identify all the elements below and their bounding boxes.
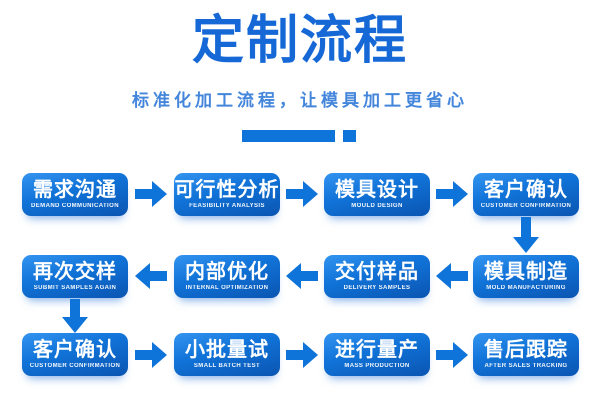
step-subtitle: INTERNAL OPTIMIZATION bbox=[185, 285, 269, 291]
step-subtitle: CUSTOMER CONFIRMATION bbox=[29, 363, 121, 369]
flow-step-mould-design: 模具设计 MOULD DESIGN bbox=[324, 173, 430, 216]
flow-step-customer-confirmation: 客户确认 CUSTOMER CONFIRMATION bbox=[473, 173, 579, 216]
flow-step-customer-confirmation-2: 客户确认 CUSTOMER CONFIRMATION bbox=[22, 333, 128, 376]
step-subtitle: DELIVERY SAMPLES bbox=[343, 285, 411, 291]
step-subtitle: MOLD MANUFACTURING bbox=[486, 285, 566, 291]
flow-step-feasibility-analysis: 可行性分析 FEASIBILITY ANALYSIS bbox=[174, 173, 280, 216]
flow-step-small-batch-test: 小批量试 SMALL BATCH TEST bbox=[174, 333, 280, 376]
step-subtitle: SUBMIT SAMPLES AGAIN bbox=[33, 285, 117, 291]
step-subtitle: CUSTOMER CONFIRMATION bbox=[480, 203, 572, 209]
step-title: 小批量试 bbox=[185, 339, 269, 361]
step-title: 内部优化 bbox=[185, 261, 269, 283]
page-title: 定制流程 bbox=[191, 12, 408, 70]
step-title: 交付样品 bbox=[335, 261, 419, 283]
flowchart: 需求沟通 DEMAND COMMUNICATION 可行性分析 FEASIBIL… bbox=[0, 150, 600, 401]
arrow-right-icon bbox=[286, 181, 318, 207]
flow-step-mold-manufacturing: 模具制造 MOLD MANUFACTURING bbox=[473, 255, 579, 298]
step-title: 再次交样 bbox=[33, 261, 117, 283]
arrow-right-icon bbox=[135, 342, 167, 368]
flow-step-submit-samples-again: 再次交样 SUBMIT SAMPLES AGAIN bbox=[22, 255, 128, 298]
arrow-left-icon bbox=[135, 263, 167, 289]
step-title: 可行性分析 bbox=[174, 179, 280, 201]
flow-step-internal-optimization: 内部优化 INTERNAL OPTIMIZATION bbox=[174, 255, 280, 298]
step-title: 售后跟踪 bbox=[484, 339, 568, 361]
flow-step-demand-communication: 需求沟通 DEMAND COMMUNICATION bbox=[22, 173, 128, 216]
divider-square bbox=[343, 130, 356, 142]
divider-bar bbox=[242, 130, 335, 142]
flow-step-mass-production: 进行量产 MASS PRODUCTION bbox=[324, 333, 430, 376]
step-title: 进行量产 bbox=[335, 339, 419, 361]
step-title: 模具设计 bbox=[335, 179, 419, 201]
step-subtitle: DEMAND COMMUNICATION bbox=[31, 203, 119, 209]
arrow-left-icon bbox=[286, 263, 318, 289]
arrow-right-icon bbox=[436, 181, 468, 207]
arrow-down-icon bbox=[513, 217, 539, 253]
step-subtitle: SMALL BATCH TEST bbox=[193, 363, 261, 369]
step-title: 客户确认 bbox=[33, 339, 117, 361]
step-title: 客户确认 bbox=[484, 179, 568, 201]
step-subtitle: FEASIBILITY ANALYSIS bbox=[189, 203, 265, 209]
step-subtitle: AFTER SALES TRACKING bbox=[484, 363, 568, 369]
step-subtitle: MOULD DESIGN bbox=[351, 203, 403, 209]
arrow-left-icon bbox=[436, 263, 468, 289]
flow-step-after-sales-tracking: 售后跟踪 AFTER SALES TRACKING bbox=[473, 333, 579, 376]
step-title: 模具制造 bbox=[484, 261, 568, 283]
step-title: 需求沟通 bbox=[33, 179, 117, 201]
flow-step-delivery-samples: 交付样品 DELIVERY SAMPLES bbox=[324, 255, 430, 298]
arrow-right-icon bbox=[436, 342, 468, 368]
arrow-right-icon bbox=[135, 181, 167, 207]
step-subtitle: MASS PRODUCTION bbox=[344, 363, 410, 369]
page-subtitle: 标准化加工流程，让模具加工更省心 bbox=[132, 91, 468, 110]
arrow-right-icon bbox=[286, 342, 318, 368]
arrow-down-icon bbox=[62, 299, 88, 333]
